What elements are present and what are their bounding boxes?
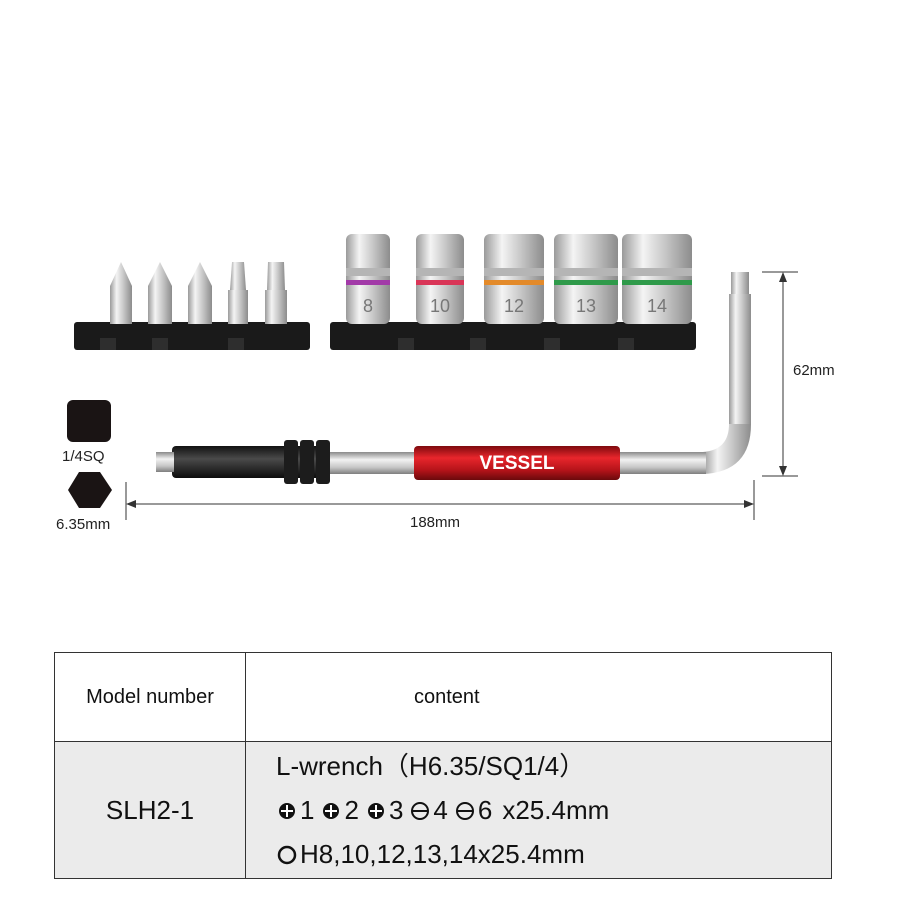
bit-size-text: 2	[344, 795, 359, 825]
spec-table: Model number content SLH2-1 L-wrench（H6.…	[54, 652, 832, 879]
socket-size-label: 13	[576, 296, 596, 316]
length-dimension	[125, 480, 755, 520]
length-label: 188mm	[410, 514, 461, 531]
socket-color-ring	[346, 280, 390, 285]
height-label: 62mm	[793, 362, 835, 379]
socket-size-label: 8	[363, 296, 373, 316]
square-drive-label: 1/4SQ	[62, 448, 105, 465]
socket-color-ring	[484, 280, 544, 285]
height-dimension	[762, 271, 798, 477]
bit-holder-tray	[74, 322, 310, 350]
bit-sl6	[265, 262, 287, 324]
bit-ph1	[110, 262, 132, 324]
socket-size-label: 10	[430, 296, 450, 316]
socket-size-label: 12	[504, 296, 524, 316]
phillips-icon	[323, 803, 340, 819]
product-illustration: 8 10 12 13 14 VESSEL	[67, 234, 798, 520]
socket-12: 12	[484, 234, 544, 324]
hex-drive-icon	[68, 472, 112, 508]
bit-size-text: 6	[477, 795, 493, 825]
sockets: 8 10 12 13 14	[346, 234, 692, 324]
header-content: content	[245, 652, 832, 742]
l-wrench: VESSEL	[156, 272, 751, 484]
brand-logo: VESSEL	[480, 453, 555, 474]
sockets-text: H8,10,12,13,14x25.4mm	[300, 839, 585, 869]
header-model-number: Model number	[54, 652, 246, 742]
socket-color-ring	[416, 280, 464, 285]
socket-10: 10	[416, 234, 464, 324]
socket-8: 8	[346, 234, 390, 324]
socket-color-ring	[622, 280, 692, 285]
sockets-line: H8,10,12,13,14x25.4mm	[276, 832, 830, 876]
bit-size-item: 6	[454, 795, 492, 825]
bit-ph3	[188, 262, 212, 324]
table-header-row: Model number content	[54, 652, 832, 742]
socket-holder-tray	[330, 322, 696, 350]
hex-drive-label: 6.35mm	[56, 516, 111, 533]
bit-size-text: 1	[300, 795, 315, 825]
phillips-icon	[279, 803, 295, 819]
square-drive-icon	[67, 400, 111, 442]
bit-size-item: 1	[276, 795, 314, 825]
hex-bit-end	[156, 452, 174, 472]
l-wrench-line: L-wrench（H6.35/SQ1/4）	[276, 751, 586, 781]
square-drive-tip	[731, 272, 749, 296]
phillips-icon	[367, 803, 384, 819]
socket-size-label: 14	[647, 296, 667, 316]
socket-13: 13	[554, 234, 618, 324]
slotted-icon	[411, 802, 430, 820]
socket-circle-icon	[277, 845, 297, 865]
bits-length-text: x25.4mm	[502, 795, 610, 825]
screwdriver-bits	[110, 262, 287, 324]
bit-size-text: 4	[433, 795, 448, 825]
socket-14: 14	[622, 234, 692, 324]
bit-size-item: 3	[365, 795, 403, 825]
bit-ph2	[148, 262, 172, 324]
bit-sl4	[228, 262, 248, 324]
slotted-icon	[455, 802, 474, 820]
bit-size-text: 3	[388, 795, 404, 825]
socket-color-ring	[554, 280, 618, 285]
bit-size-item: 2	[320, 795, 359, 825]
red-grip	[414, 446, 620, 480]
model-number-cell: SLH2-1	[54, 741, 246, 879]
bit-size-item: 4	[409, 795, 448, 825]
